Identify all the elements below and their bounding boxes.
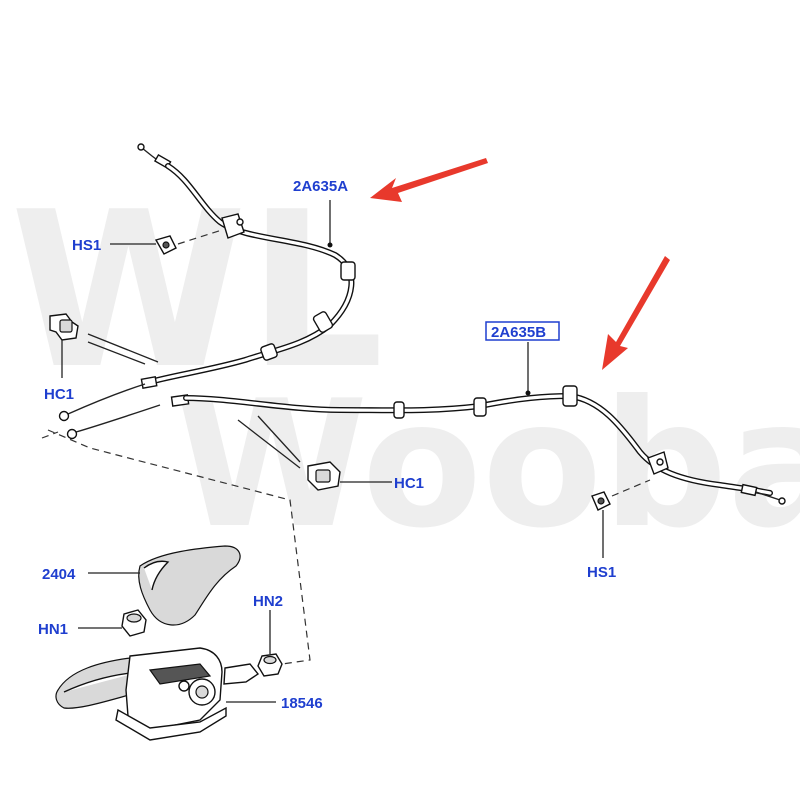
hc1-left-leader-1 xyxy=(87,333,159,363)
cable-right-grommet-2 xyxy=(473,397,487,417)
callout-hn2: HN2 xyxy=(253,593,283,610)
assembly-dash-line xyxy=(47,429,311,666)
callout-lever: 18546 xyxy=(281,695,323,712)
callout-cable-left: 2A635A xyxy=(293,178,348,195)
cable-right-assembly xyxy=(66,385,786,505)
cable-right-end-nipple xyxy=(66,428,78,440)
cable-right-grommet-1 xyxy=(393,401,405,419)
cable-left-grommet-3 xyxy=(260,343,278,361)
watermark-line2: Wooba xyxy=(175,364,800,567)
cable-left-end-nipple xyxy=(58,410,70,422)
cable-left-end-wire xyxy=(67,383,146,415)
callout-cable-right: 2A635B xyxy=(491,324,546,341)
hs1-right-clip xyxy=(591,479,651,558)
hc1-left-leader-2 xyxy=(87,341,146,365)
lever-base xyxy=(115,706,227,741)
callout-hs1-left: HS1 xyxy=(72,237,101,254)
cable-right-end-ferrule xyxy=(740,483,758,497)
callout-hs1-right: HS1 xyxy=(587,564,616,581)
cable-left-grommet-1 xyxy=(340,261,356,281)
hc1-right-clip xyxy=(237,415,392,491)
highlight-arrow-right xyxy=(602,256,670,370)
cable-left-ferrule xyxy=(140,376,158,389)
handbrake-lever-18546 xyxy=(55,647,276,741)
callout-hn1: HN1 xyxy=(38,621,68,638)
callout-hc1-left: HC1 xyxy=(44,386,74,403)
cable-left-assembly xyxy=(58,143,356,422)
hn1-nut xyxy=(78,609,147,637)
cable-right-grommet-3 xyxy=(562,385,578,407)
callout-boot: 2404 xyxy=(42,566,76,583)
hc1-left-clip xyxy=(49,313,159,378)
hs1-left-clip xyxy=(110,229,223,255)
callout-cable-right-box xyxy=(485,321,560,341)
highlight-arrow-left xyxy=(370,158,488,202)
cable-left-grommet-2 xyxy=(312,311,334,333)
callout-hc1-right: HC1 xyxy=(394,475,424,492)
cable-left-top-end xyxy=(137,143,145,151)
hn2-nut xyxy=(257,610,283,677)
cable-right-end-wire xyxy=(75,404,161,433)
boot-2404 xyxy=(88,545,241,626)
lever-equalizer xyxy=(223,663,260,685)
